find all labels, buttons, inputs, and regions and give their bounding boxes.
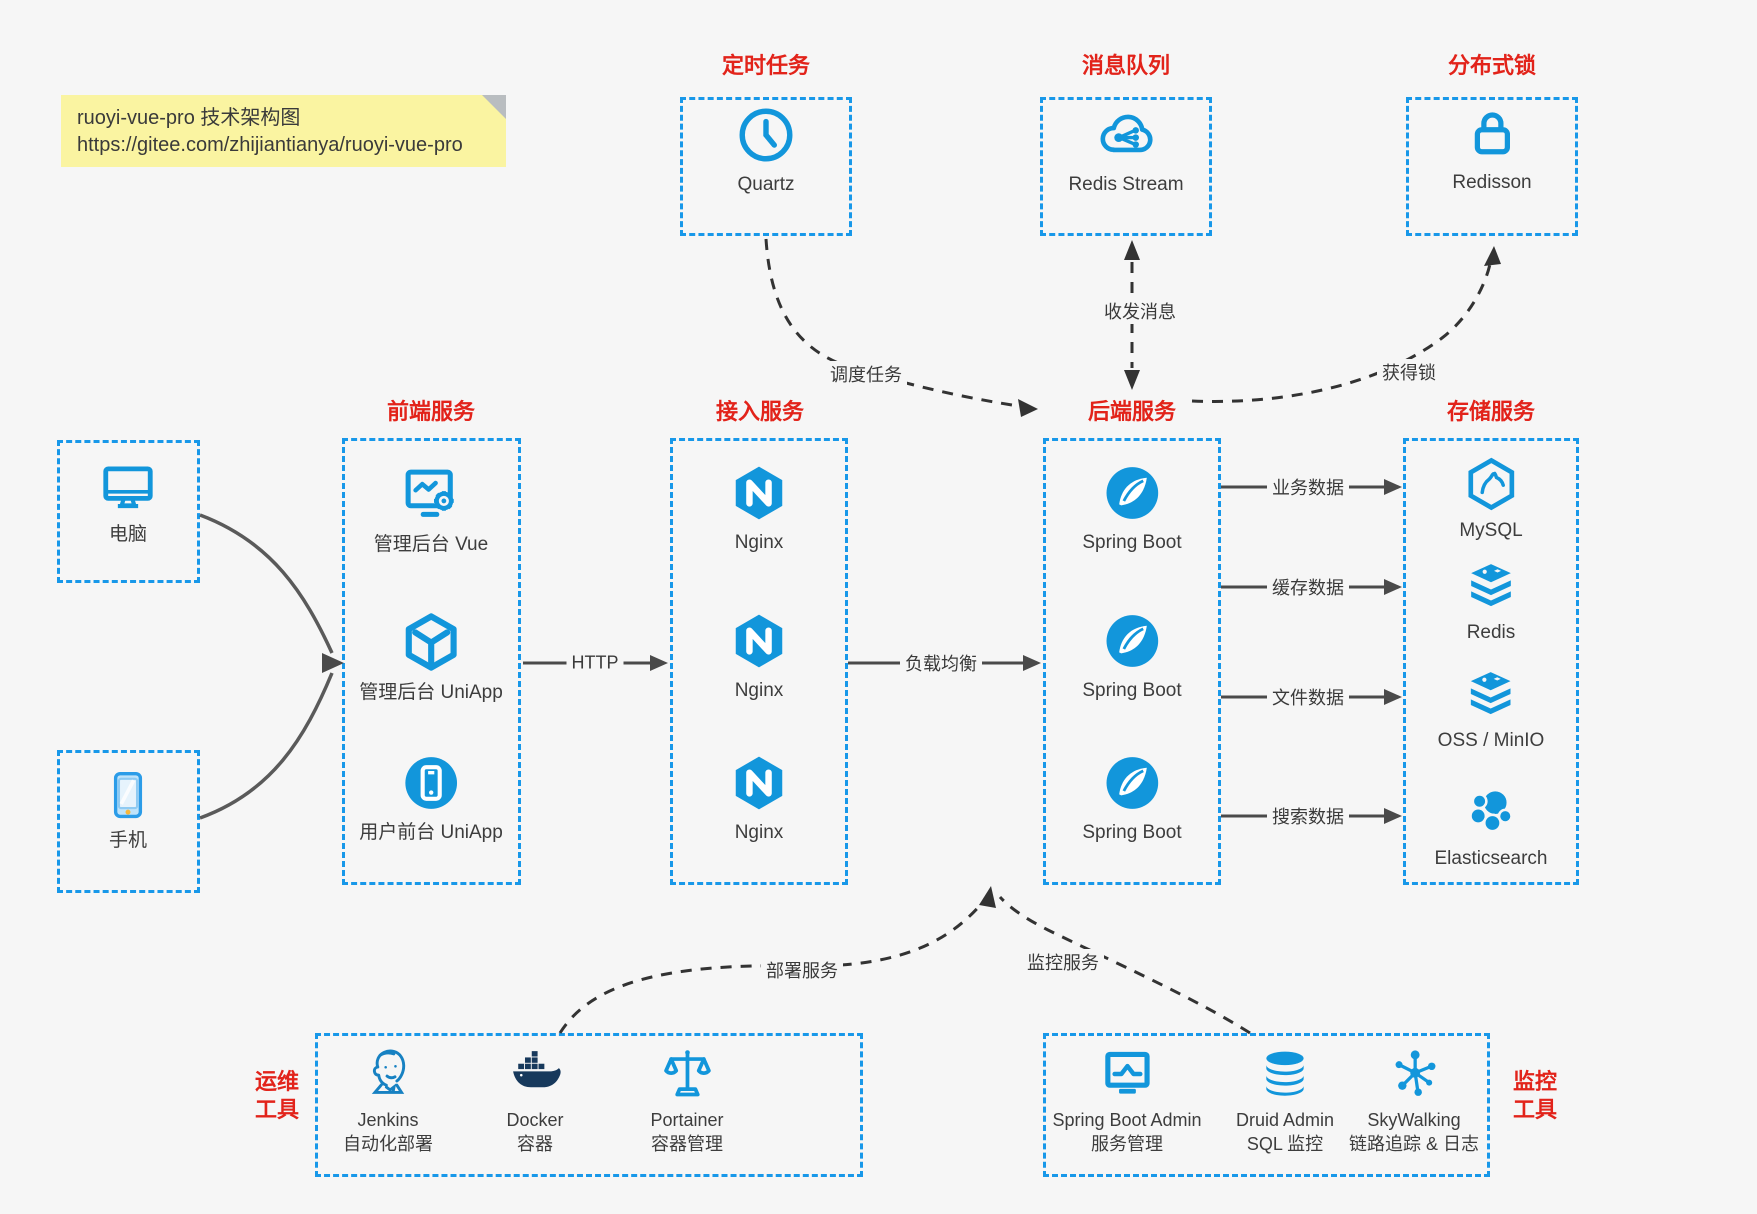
skywalking-icon — [1386, 1046, 1442, 1102]
frontend-item-label: 管理后台 UniApp — [359, 682, 503, 703]
scheduler-box — [680, 97, 852, 236]
gateway-item-label: Nginx — [734, 680, 784, 701]
spring-boot-icon — [1101, 752, 1163, 814]
redis-stack-icon — [1463, 558, 1519, 614]
mq-group-title: 消息队列 — [1081, 53, 1171, 78]
ops-item-desc: 容器 — [516, 1134, 553, 1154]
oss-stack-icon — [1463, 666, 1519, 722]
ops-group-title: 运维 工具 — [254, 1069, 299, 1122]
cube-icon — [399, 610, 463, 674]
scheduler-label: Quartz — [737, 174, 795, 195]
note-fold-corner — [482, 95, 506, 119]
edge-label-schedule: 调度任务 — [825, 361, 907, 387]
storage-box — [1403, 438, 1579, 885]
storage-column-title: 存储服务 — [1446, 399, 1536, 424]
gateway-item-label: Nginx — [734, 822, 784, 843]
monitoring-item-desc: 链路追踪 & 日志 — [1348, 1134, 1480, 1154]
jenkins-icon — [360, 1046, 416, 1102]
ops-item-desc: 自动化部署 — [343, 1134, 433, 1154]
mq-box — [1040, 97, 1212, 236]
gateway-column-title: 接入服务 — [715, 399, 805, 424]
nginx-icon — [728, 752, 790, 814]
ops-item-name: Docker — [506, 1110, 564, 1130]
edge-label-cache-data: 缓存数据 — [1267, 574, 1349, 600]
edge-label-file-data: 文件数据 — [1267, 684, 1349, 710]
nginx-icon — [728, 462, 790, 524]
monitoring-group-title: 监控 工具 — [1512, 1069, 1557, 1122]
note-url: https://gitee.com/zhijiantianya/ruoyi-vu… — [77, 134, 463, 156]
storage-item-label: OSS / MinIO — [1437, 730, 1545, 751]
edge-label-http: HTTP — [566, 652, 624, 674]
backend-item-label: Spring Boot — [1082, 822, 1182, 843]
gateway-item-label: Nginx — [734, 532, 784, 553]
druid-database-icon — [1257, 1046, 1313, 1102]
scheduler-group-title: 定时任务 — [721, 53, 811, 78]
mobile-app-icon — [400, 752, 462, 814]
backend-item-label: Spring Boot — [1082, 680, 1182, 701]
frontend-column-title: 前端服务 — [386, 399, 476, 424]
backend-box — [1043, 438, 1221, 885]
backend-item-label: Spring Boot — [1082, 532, 1182, 553]
computer-box — [57, 440, 200, 583]
admin-vue-icon — [399, 462, 463, 526]
mysql-icon — [1463, 456, 1519, 512]
elasticsearch-icon — [1463, 784, 1519, 840]
storage-item-label: Redis — [1466, 622, 1516, 643]
edge-label-load-balance: 负载均衡 — [900, 650, 982, 676]
edge-label-business-data: 业务数据 — [1267, 474, 1349, 500]
portainer-icon — [659, 1046, 715, 1102]
note-title: ruoyi-vue-pro 技术架构图 — [77, 107, 301, 129]
ops-item-name: Portainer — [650, 1110, 724, 1130]
monitoring-item-name: SkyWalking — [1367, 1110, 1461, 1130]
monitoring-box — [1043, 1033, 1490, 1177]
nginx-icon — [728, 610, 790, 672]
gateway-box — [670, 438, 848, 885]
edge-label-acquire-lock: 获得锁 — [1377, 359, 1441, 385]
edge-label-messages: 收发消息 — [1099, 298, 1181, 324]
frontend-item-label: 用户前台 UniApp — [359, 822, 503, 843]
phone-box — [57, 750, 200, 893]
phone-label: 手机 — [108, 830, 147, 851]
storage-item-label: MySQL — [1459, 520, 1523, 541]
monitoring-item-desc: 服务管理 — [1091, 1134, 1163, 1154]
desktop-icon — [99, 458, 157, 516]
ops-item-desc: 容器管理 — [650, 1134, 723, 1154]
monitoring-item-desc: SQL 监控 — [1246, 1134, 1324, 1154]
edge-label-search-data: 搜索数据 — [1267, 803, 1349, 829]
edge-label-deploy: 部署服务 — [761, 957, 843, 983]
lock-icon — [1462, 104, 1522, 164]
spring-boot-icon — [1101, 610, 1163, 672]
mq-label: Redis Stream — [1068, 174, 1184, 195]
computer-label: 电脑 — [108, 524, 147, 545]
backend-column-title: 后端服务 — [1087, 399, 1177, 424]
frontend-item-label: 管理后台 Vue — [373, 534, 489, 555]
storage-item-label: Elasticsearch — [1434, 848, 1548, 869]
spring-boot-icon — [1101, 462, 1163, 524]
docker-icon — [507, 1046, 563, 1102]
sticky-note: ruoyi-vue-pro 技术架构图 https://gitee.com/zh… — [61, 95, 506, 167]
clock-icon — [735, 104, 797, 166]
spring-boot-admin-icon — [1099, 1046, 1155, 1102]
ops-item-name: Jenkins — [357, 1110, 419, 1130]
monitoring-item-name: Spring Boot Admin — [1052, 1110, 1202, 1130]
lock-box — [1406, 97, 1578, 236]
monitoring-item-name: Druid Admin — [1235, 1110, 1335, 1130]
lock-label: Redisson — [1452, 172, 1532, 193]
lock-group-title: 分布式锁 — [1447, 53, 1537, 78]
ops-box — [315, 1033, 863, 1177]
edge-label-monitor: 监控服务 — [1022, 949, 1104, 975]
phone-icon — [101, 768, 155, 822]
cloud-stream-icon — [1095, 104, 1157, 166]
